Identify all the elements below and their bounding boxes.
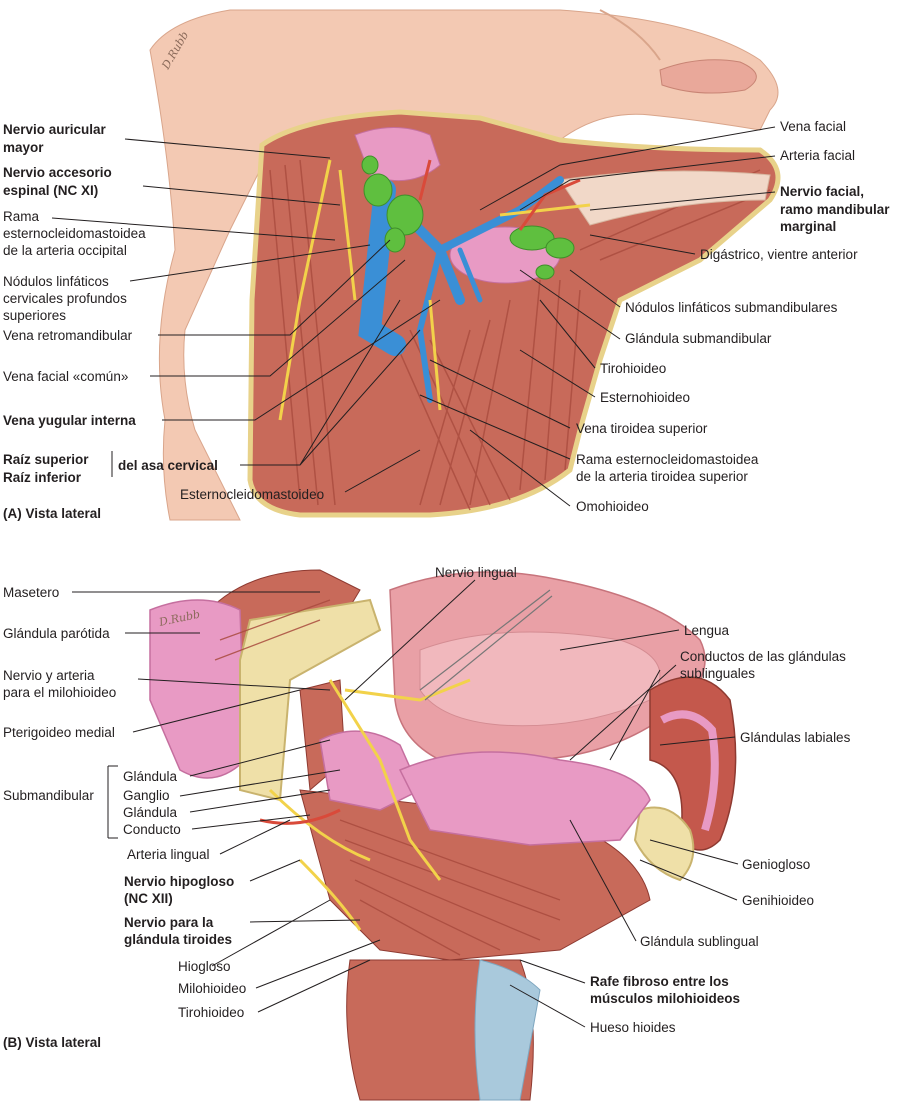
label-b-right: Genihioideo — [742, 893, 814, 908]
labels-panel-b-right: Nervio lingual Lengua Conductos de las g… — [435, 565, 851, 1035]
label-a-left: esternocleidomastoidea — [3, 226, 146, 241]
label-a-left: Raíz inferior — [3, 470, 82, 485]
label-b-left: Glándula — [123, 769, 178, 784]
label-b-left: Nervio hipogloso — [124, 874, 234, 889]
label-b-right: músculos milohioideos — [590, 991, 740, 1006]
label-a-left: Raíz superior — [3, 452, 89, 467]
label-b-left: Arteria lingual — [127, 847, 210, 862]
label-a-right: ramo mandibular — [780, 202, 890, 217]
label-b-left: Nervio y arteria — [3, 668, 95, 683]
label-b-left: Glándula parótida — [3, 626, 110, 641]
lingual-artery-b — [259, 808, 341, 825]
label-a-left: superiores — [3, 308, 66, 323]
labels-panel-a-left: Nervio auricular mayor Nervio accesorio … — [3, 122, 324, 502]
label-a-left: Nervio accesorio — [3, 165, 112, 180]
label-a-left: Vena yugular interna — [3, 413, 136, 428]
label-b-left: Masetero — [3, 585, 59, 600]
label-a-right: de la arteria tiroidea superior — [576, 469, 748, 484]
label-a-left: Rama — [3, 209, 40, 224]
label-a-left: Nervio auricular — [3, 122, 107, 137]
label-a-left: Vena retromandibular — [3, 328, 133, 343]
label-b-left: Glándula — [123, 805, 178, 820]
label-a-left: espinal (NC XI) — [3, 183, 98, 198]
label-b-right: Lengua — [684, 623, 730, 638]
label-b-left: Milohioideo — [178, 981, 246, 996]
label-b-left: para el milohioideo — [3, 685, 116, 700]
label-a-right: marginal — [780, 219, 836, 234]
label-a-left: Esternocleidomastoideo — [180, 487, 324, 502]
label-b-right: Rafe fibroso entre los — [590, 974, 729, 989]
label-a-right: Arteria facial — [780, 148, 855, 163]
label-a-right: Rama esternocleidomastoidea — [576, 452, 759, 467]
probe-lines — [419, 589, 553, 701]
panel-b-caption: (B) Vista lateral — [3, 1035, 101, 1050]
label-a-left: del asa cervical — [118, 458, 218, 473]
muscle-fibers-b — [214, 599, 561, 956]
label-b-left: Tirohioideo — [178, 1005, 244, 1020]
label-b-right: Glándulas labiales — [740, 730, 851, 745]
label-a-left: mayor — [3, 140, 44, 155]
panel-a-illustration — [149, 9, 781, 521]
panel-b-illustration — [149, 569, 737, 1101]
label-a-right: Vena tiroidea superior — [576, 421, 708, 436]
label-b-right: Glándula sublingual — [640, 934, 759, 949]
label-b-right: Hueso hioides — [590, 1020, 676, 1035]
labels-panel-b-left: Masetero Glándula parótida Nervio y arte… — [3, 585, 246, 1020]
labels-panel-a-right: Vena facial Arteria facial Nervio facial… — [576, 119, 890, 514]
nerves-a — [278, 159, 591, 421]
label-b-left: Hiogloso — [178, 959, 231, 974]
label-a-right: Tirohioideo — [600, 361, 666, 376]
label-a-right: Esternohioideo — [600, 390, 690, 405]
labial-glands — [660, 710, 719, 832]
digastric-belly — [559, 170, 771, 226]
label-a-right: Digástrico, vientre anterior — [700, 247, 858, 262]
label-b-left: (NC XII) — [124, 891, 173, 906]
label-a-right: Nervio facial, — [780, 184, 864, 199]
lymph-nodes-a — [361, 155, 575, 280]
label-a-left: Nódulos linfáticos — [3, 274, 109, 289]
label-a-right: Glándula submandibular — [625, 331, 772, 346]
sublingual-gland — [398, 751, 651, 846]
label-b-left: Pterigoideo medial — [3, 725, 115, 740]
label-b-left: Ganglio — [123, 788, 170, 803]
label-a-right: Vena facial — [780, 119, 846, 134]
label-a-left: Vena facial «común» — [3, 369, 128, 384]
label-b-left: glándula tiroides — [124, 932, 232, 947]
label-a-right: Omohioideo — [576, 499, 649, 514]
nose-shadow — [599, 9, 661, 61]
label-a-right: Nódulos linfáticos submandibulares — [625, 300, 838, 315]
panel-a-caption: (A) Vista lateral — [3, 506, 101, 521]
lips — [659, 59, 757, 94]
label-b-left: Conducto — [123, 822, 181, 837]
leader-lines — [51, 126, 776, 1028]
label-b-right: Geniogloso — [742, 857, 810, 872]
hyoid-bone — [474, 959, 541, 1101]
label-b-left: Nervio para la — [124, 915, 214, 930]
label-a-left: de la arteria occipital — [3, 243, 127, 258]
label-b-right: sublinguales — [680, 666, 755, 681]
label-a-left: cervicales profundos — [3, 291, 127, 306]
nerves-b — [268, 678, 471, 931]
label-b-left: Submandibular — [3, 788, 94, 803]
submandibular-gland-b — [319, 730, 421, 811]
mandible-cut — [239, 598, 382, 802]
label-b-right: Nervio lingual — [435, 565, 517, 580]
label-b-right: Conductos de las glándulas — [680, 649, 846, 664]
